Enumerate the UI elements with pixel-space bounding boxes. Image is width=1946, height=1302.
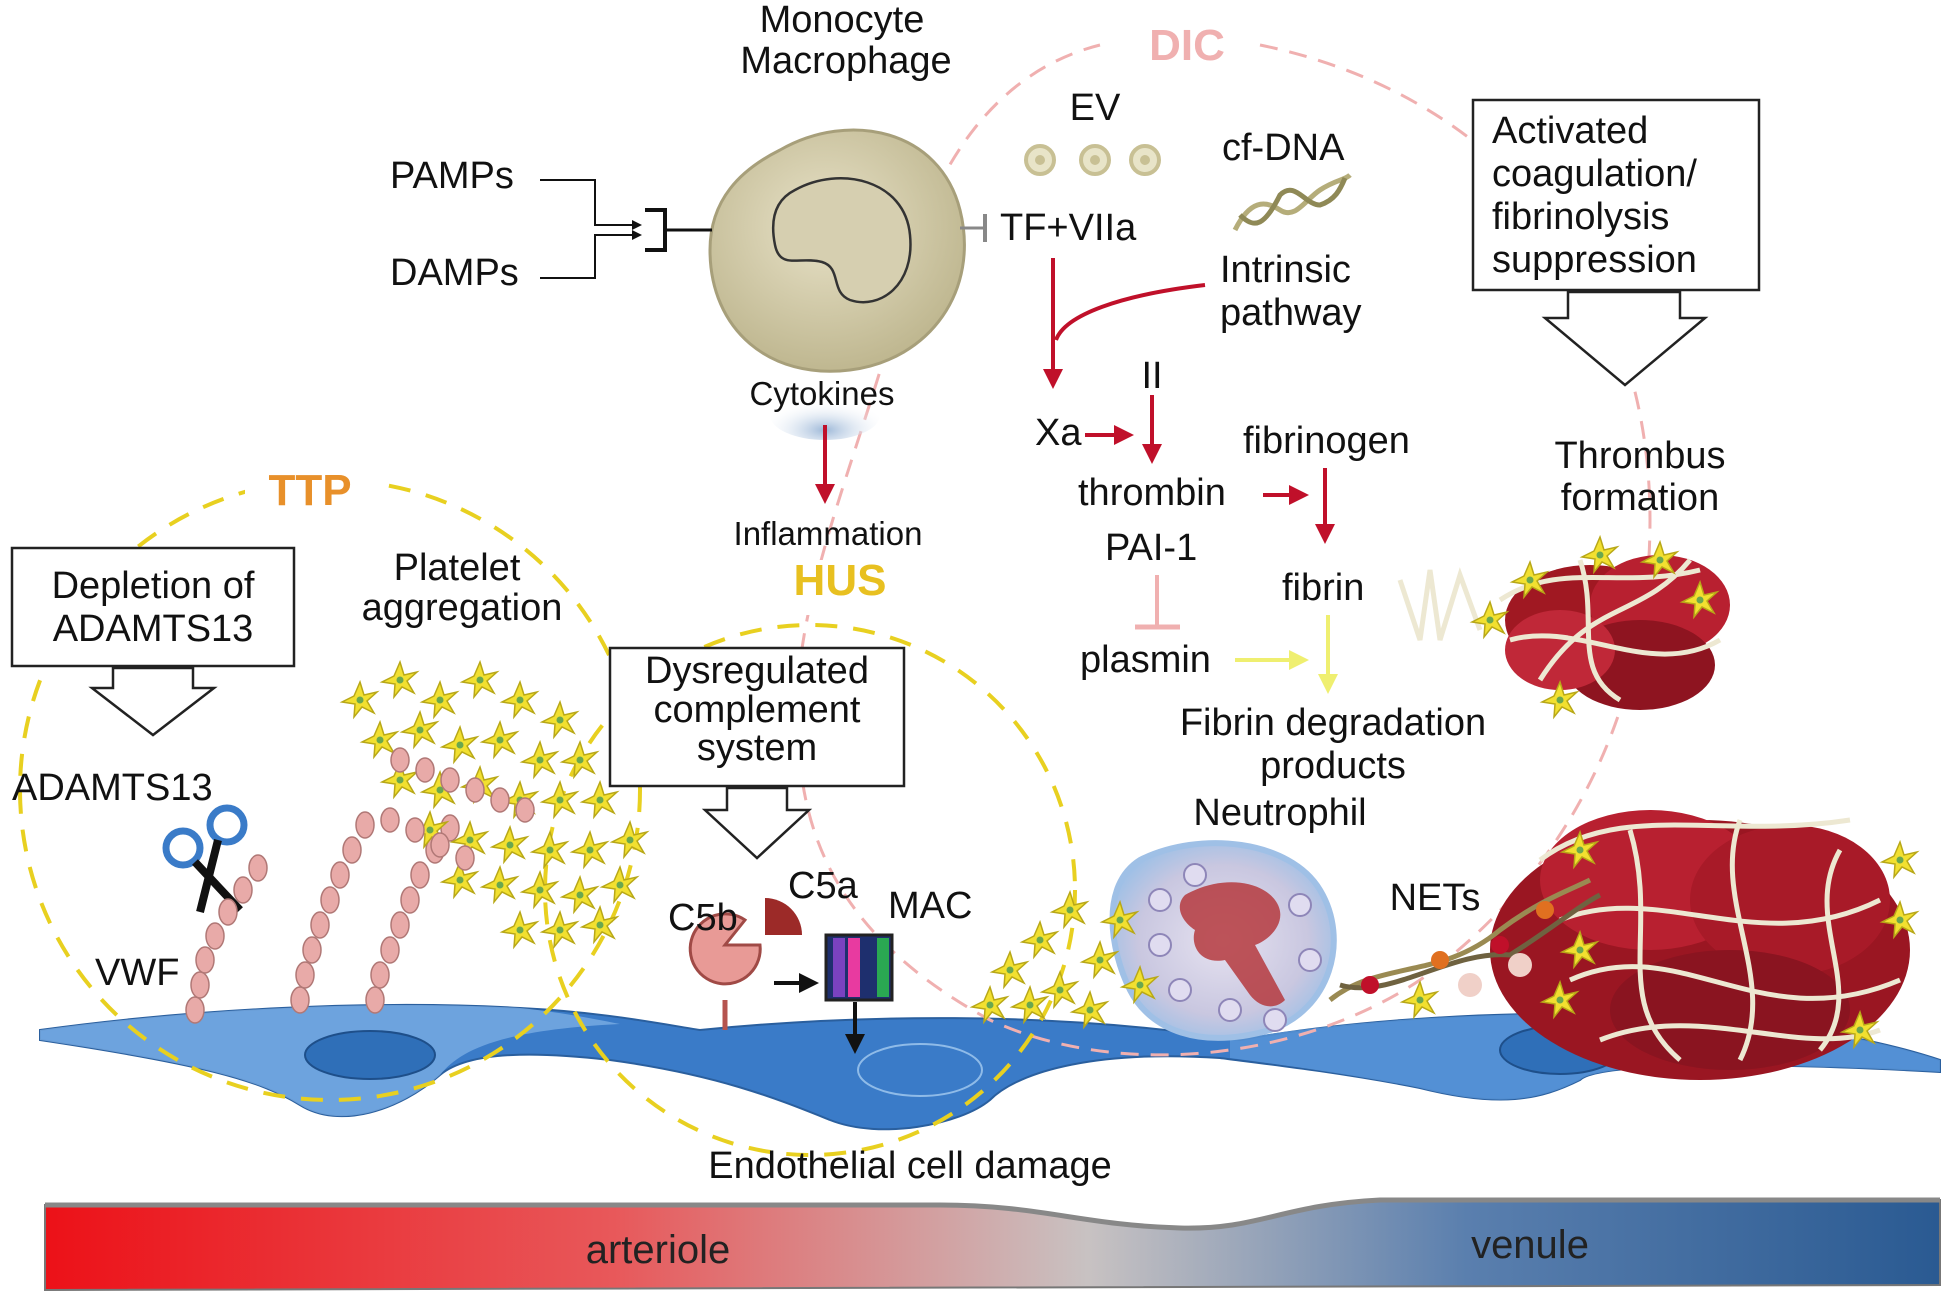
coag-box: Activated coagulation/ fibrinolysis supp… xyxy=(1471,98,1761,387)
monocyte-label: Monocyte xyxy=(760,0,925,41)
thrombus-label-2: formation xyxy=(1561,477,1719,519)
neutrophil-cell xyxy=(1109,840,1337,1041)
hus-region-border xyxy=(543,623,1077,1157)
c5b-shape xyxy=(688,912,762,1030)
xa-label: Xa xyxy=(1035,412,1082,454)
arteriole-label: arteriole xyxy=(586,1228,731,1272)
endothelial-nucleus-arteriole xyxy=(304,1030,436,1080)
nets-strands xyxy=(1328,877,1602,1018)
macrophage-label: Macrophage xyxy=(740,40,951,82)
endothelial-nucleus-middle xyxy=(857,1043,983,1097)
svg-text:fibrinolysis: fibrinolysis xyxy=(1492,196,1669,238)
thrombus-small xyxy=(1397,536,1730,718)
pattern-receptor xyxy=(540,179,712,279)
c5b-label: C5b xyxy=(668,897,738,939)
depletion-box: Depletion of ADAMTS13 xyxy=(10,546,296,737)
fdp-label-1: Fibrin degradation xyxy=(1180,702,1486,744)
pai1-label: PAI-1 xyxy=(1105,527,1197,569)
svg-text:Depletion of: Depletion of xyxy=(52,565,255,607)
svg-text:suppression: suppression xyxy=(1492,239,1697,281)
vessel-bar xyxy=(44,1199,1941,1292)
endothelial-damage-label: Endothelial cell damage xyxy=(708,1145,1112,1187)
pamps-label: PAMPs xyxy=(390,155,514,197)
thrombus-large xyxy=(1490,810,1918,1080)
svg-text:Dysregulated: Dysregulated xyxy=(645,650,869,692)
platelet-label-1: Platelet xyxy=(394,547,521,589)
cf-dna-strand xyxy=(1232,173,1352,232)
inflammation-label: Inflammation xyxy=(734,515,923,552)
fibrinolysis-arrows xyxy=(1235,615,1338,694)
extracellular-vesicles xyxy=(1024,144,1161,176)
cytokines-label: Cytokines xyxy=(750,375,895,412)
cf-dna-label: cf-DNA xyxy=(1222,127,1345,169)
plasmin-label: plasmin xyxy=(1080,639,1211,681)
fibrin-label: fibrin xyxy=(1282,567,1364,609)
venule-label: venule xyxy=(1471,1223,1589,1267)
svg-text:ADAMTS13: ADAMTS13 xyxy=(53,608,254,650)
ii-label: II xyxy=(1141,355,1162,397)
c5a-label: C5a xyxy=(788,865,859,907)
hus-title: HUS xyxy=(794,556,887,605)
intrinsic-label-2: pathway xyxy=(1220,292,1362,334)
scissors-icon xyxy=(162,804,248,913)
complement-box: Dysregulated complement system xyxy=(608,646,906,860)
platelet-vwf-chains xyxy=(380,747,535,871)
coagulation-arrows xyxy=(1043,258,1335,544)
adamts13-label: ADAMTS13 xyxy=(12,767,213,809)
fibrinogen-label: fibrinogen xyxy=(1243,420,1410,462)
svg-text:coagulation/: coagulation/ xyxy=(1492,153,1697,195)
ev-label: EV xyxy=(1070,87,1121,129)
dic-title: DIC xyxy=(1149,21,1225,70)
neutrophil-label: Neutrophil xyxy=(1193,792,1366,834)
mac-complex xyxy=(824,933,894,1002)
c5a-shape xyxy=(765,898,802,935)
mac-label: MAC xyxy=(888,885,972,927)
fdp-label-2: products xyxy=(1260,745,1406,787)
damps-label: DAMPs xyxy=(390,252,519,294)
thrombus-label-1: Thrombus xyxy=(1554,435,1725,477)
svg-text:Activated: Activated xyxy=(1492,110,1648,152)
intrinsic-label-1: Intrinsic xyxy=(1220,249,1351,291)
nets-label: NETs xyxy=(1390,877,1481,919)
vwf-strands xyxy=(185,811,460,1024)
tf-viia-label: TF+VIIa xyxy=(1000,207,1137,249)
vwf-label: VWF xyxy=(95,952,179,994)
monocyte-macrophage-cell xyxy=(708,128,966,373)
platelet-label-2: aggregation xyxy=(362,587,563,629)
ttp-title: TTP xyxy=(268,466,351,515)
thrombin-label: thrombin xyxy=(1078,472,1226,514)
svg-text:complement: complement xyxy=(654,689,861,731)
svg-text:system: system xyxy=(697,727,817,769)
